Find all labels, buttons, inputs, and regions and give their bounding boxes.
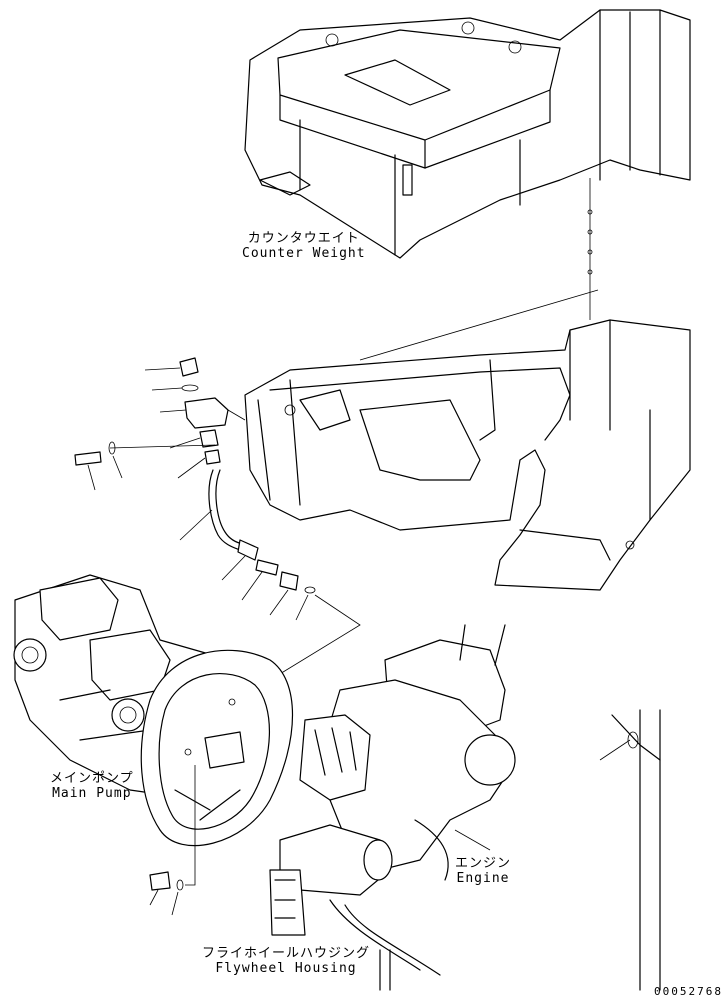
flywheel-housing-label: フライホイールハウジング Flywheel Housing: [202, 946, 370, 976]
engine: [269, 624, 516, 991]
part-leaders: [87, 367, 361, 681]
main-pump-label-en: Main Pump: [52, 786, 132, 801]
main-pump: [13, 574, 293, 847]
flywheel-housing-label-jp: フライホイールハウジング: [202, 946, 371, 961]
frame-holes: [587, 209, 593, 275]
drawing-code: 00052768: [654, 985, 723, 998]
hose-fittings: [74, 357, 316, 594]
engine-label-en: Engine: [456, 871, 510, 886]
revolving-frame: [244, 319, 691, 591]
counter-weight-label: カウンタウエイト Counter Weight: [242, 231, 366, 261]
engine-label: エンジン Engine: [455, 856, 511, 886]
leader-detail: [599, 739, 631, 761]
main-pump-label-jp: メインポンプ: [50, 771, 134, 786]
counter-weight: [244, 9, 691, 259]
housing-bolt: [149, 765, 196, 916]
flywheel-housing-label-en: Flywheel Housing: [215, 961, 357, 976]
counter-weight-label-jp: カウンタウエイト: [247, 231, 360, 246]
leader-engine: [454, 829, 491, 851]
engine-label-jp: エンジン: [455, 856, 512, 871]
counter-weight-label-en: Counter Weight: [242, 246, 366, 261]
leader-frame: [359, 289, 599, 361]
detail-view: [611, 709, 661, 991]
main-pump-label: メインポンプ Main Pump: [50, 771, 134, 801]
